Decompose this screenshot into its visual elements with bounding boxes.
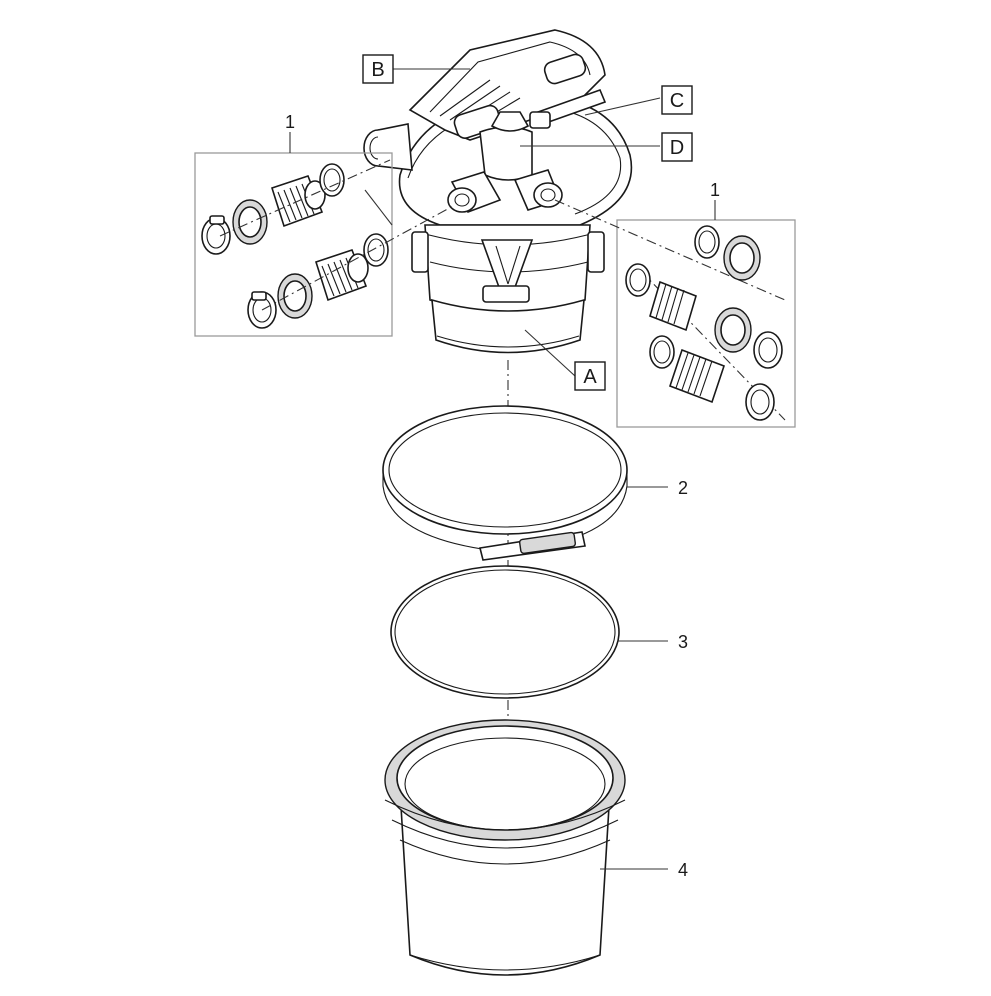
callout-c: C	[661, 85, 693, 115]
callout-c-text: C	[670, 90, 684, 112]
union-nut-right-upper	[723, 235, 761, 281]
connector-set-right-frame	[616, 219, 796, 428]
gasket-right-middle	[625, 263, 651, 297]
callout-d: D	[661, 132, 693, 162]
callout-2: 2	[678, 478, 688, 498]
hose-tail-left-lower	[315, 249, 369, 302]
connector-set-left	[194, 132, 456, 337]
union-nut-left-upper	[232, 199, 268, 245]
gasket-right-upper	[694, 225, 720, 259]
leader-lines	[393, 68, 668, 870]
union-nut-right-middle	[714, 307, 752, 353]
gasket-left-lower	[363, 233, 389, 267]
gasket-right-lower	[649, 335, 675, 369]
gasket-left-upper	[319, 163, 345, 197]
o-ring	[390, 565, 620, 699]
hose-tail-right-upper	[649, 280, 697, 332]
connector-set-left-frame	[194, 152, 393, 337]
callout-b-text: B	[371, 59, 384, 81]
filter-housing	[384, 719, 626, 976]
callout-1-right: 1	[710, 180, 720, 200]
hose-clamp-right-upper	[753, 331, 783, 369]
callout-1-left: 1	[285, 112, 295, 132]
hose-clamp-right-lower	[745, 383, 775, 421]
hose-tail-right-lower	[668, 348, 726, 404]
union-nut-left-lower	[277, 273, 313, 319]
callout-4: 4	[678, 860, 688, 880]
callout-d-text: D	[670, 137, 684, 159]
callout-a: A	[574, 361, 606, 391]
filter-lid-assembly	[363, 29, 633, 354]
callout-3: 3	[678, 632, 688, 652]
connector-set-right	[554, 199, 796, 428]
clamp-ring	[382, 405, 628, 561]
callout-a-text: A	[583, 366, 597, 388]
callout-b: B	[362, 54, 394, 84]
hose-clamp-left-upper	[201, 215, 231, 255]
